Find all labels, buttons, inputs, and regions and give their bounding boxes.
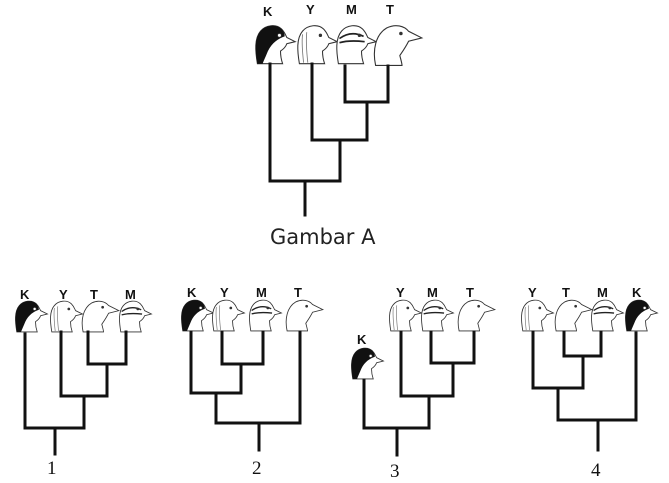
tree-2-branches	[189, 330, 302, 452]
black-capped-bird-head-icon	[15, 300, 48, 333]
option-number: 3	[390, 461, 400, 482]
label-y: Y	[220, 285, 229, 300]
tree-3-branches	[362, 330, 476, 457]
label-y: Y	[528, 285, 537, 300]
label-k: K	[357, 332, 367, 347]
black-capped-bird-head-icon	[255, 25, 296, 65]
label-t: T	[466, 285, 474, 300]
option-number: 4	[591, 460, 601, 481]
black-capped-bird-head-icon	[181, 299, 214, 332]
label-k: K	[20, 287, 30, 302]
option-2: K Y M T 2	[181, 285, 325, 479]
crested-bird-head-icon	[457, 299, 497, 332]
plain-bird-head-icon	[50, 300, 83, 333]
label-k: K	[632, 285, 642, 300]
plain-bird-head-icon	[389, 299, 422, 332]
black-capped-bird-head-icon	[351, 347, 384, 380]
label-t: T	[294, 285, 302, 300]
label-y: Y	[396, 285, 405, 300]
crested-bird-head-icon	[373, 25, 424, 66]
label-m: M	[597, 285, 608, 300]
plain-bird-head-icon	[212, 299, 245, 332]
label-m: M	[427, 285, 438, 300]
label-k: K	[187, 285, 197, 300]
tree-1-branches	[23, 330, 128, 456]
label-y: Y	[59, 287, 68, 302]
crested-bird-head-icon	[285, 299, 325, 332]
tree-a-branches	[268, 62, 390, 217]
label-t: T	[562, 285, 570, 300]
label-t: T	[90, 287, 98, 302]
crested-bird-head-icon	[554, 299, 594, 332]
label-y: Y	[306, 2, 315, 17]
striped-bird-head-icon	[119, 300, 152, 333]
crested-bird-head-icon	[81, 300, 121, 333]
figure-a-caption: Gambar A	[270, 225, 376, 249]
option-3: Y M T K 3	[351, 285, 497, 482]
label-m: M	[256, 285, 267, 300]
plain-bird-head-icon	[521, 299, 554, 332]
option-1: K Y T M 1	[15, 287, 152, 479]
label-m: M	[125, 287, 136, 302]
striped-bird-head-icon	[421, 299, 454, 332]
striped-bird-head-icon	[591, 299, 624, 332]
tree-4-branches	[531, 330, 638, 452]
option-4: Y T M K 4	[521, 285, 658, 481]
black-capped-bird-head-icon	[625, 299, 658, 332]
figure-a: K Y M T Gambar A	[255, 2, 424, 249]
label-t: T	[386, 2, 394, 17]
label-k: K	[263, 4, 273, 19]
label-m: M	[346, 2, 357, 17]
striped-bird-head-icon	[249, 299, 282, 332]
plain-bird-head-icon	[297, 25, 338, 65]
option-number: 1	[47, 458, 57, 479]
option-number: 2	[252, 458, 262, 479]
striped-bird-head-icon	[336, 25, 377, 65]
